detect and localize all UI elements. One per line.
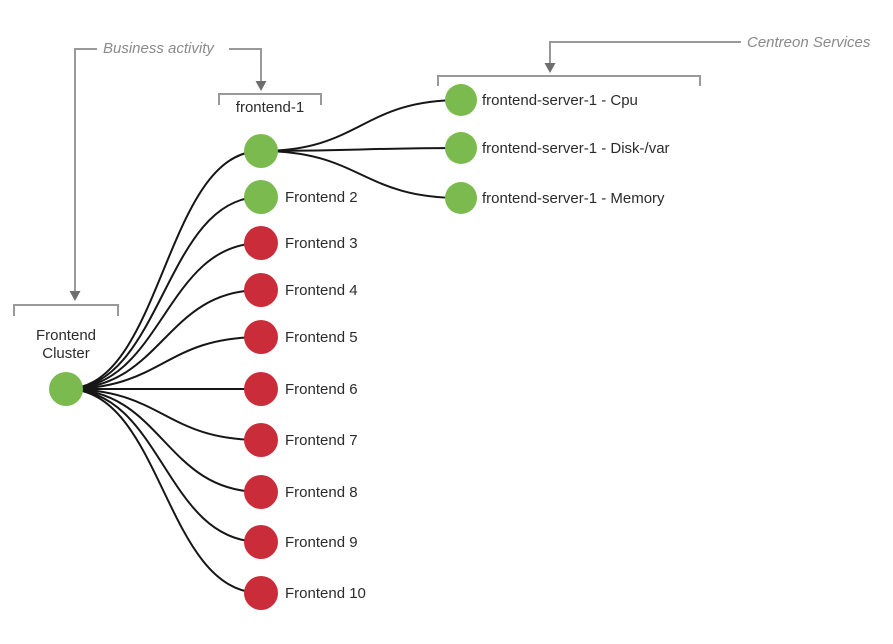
label-frontend-4: Frontend 4: [285, 282, 358, 299]
node-frontend-7: [244, 423, 278, 457]
edge-frontend-cluster-frontend-1: [65, 150, 262, 390]
edge-frontend-1-frontend-server-1-disk-var: [260, 147, 462, 152]
label-frontend-1: frontend-1: [236, 99, 304, 116]
label-frontend-7: Frontend 7: [285, 432, 358, 449]
node-frontend-1: [244, 134, 278, 168]
node-frontend-10: [244, 576, 278, 610]
node-frontend-6: [244, 372, 278, 406]
arrow-down-icon: [255, 81, 267, 91]
node-frontend-5: [244, 320, 278, 354]
business-activity-connector-0: [74, 48, 97, 291]
edge-frontend-cluster-frontend-5: [65, 336, 262, 390]
node-frontend-server-1-cpu: [445, 84, 477, 116]
node-frontend-8: [244, 475, 278, 509]
label-frontend-10: Frontend 10: [285, 585, 366, 602]
label-frontend-8: Frontend 8: [285, 484, 358, 501]
label-frontend-9: Frontend 9: [285, 534, 358, 551]
edge-frontend-cluster-frontend-7: [65, 388, 262, 441]
node-frontend-9: [244, 525, 278, 559]
node-frontend-cluster: [49, 372, 83, 406]
label-frontend-server-1-memory: frontend-server-1 - Memory: [482, 190, 665, 207]
label-frontend-3: Frontend 3: [285, 235, 358, 252]
frontend-cluster-label-line2: Cluster: [42, 345, 90, 362]
edge-frontend-1-frontend-server-1-cpu: [260, 99, 462, 152]
business-activity-connector-1: [229, 48, 262, 81]
label-frontend-server-1-disk-var: frontend-server-1 - Disk-/var: [482, 140, 670, 157]
node-frontend-server-1-disk-var: [445, 132, 477, 164]
frontend-cluster-label-line1: Frontend: [36, 327, 96, 344]
edge-frontend-cluster-frontend-2: [65, 196, 262, 390]
edge-frontend-cluster-frontend-3: [65, 242, 262, 390]
edge-frontend-cluster-frontend-10: [65, 388, 262, 594]
node-frontend-server-1-memory: [445, 182, 477, 214]
arrow-down-icon: [69, 291, 81, 301]
arrow-down-icon: [544, 63, 556, 73]
node-frontend-3: [244, 226, 278, 260]
centreon-services-bracket-0: [437, 75, 701, 86]
business-activity-bracket-1: [218, 93, 322, 105]
edge-frontend-cluster-frontend-9: [65, 388, 262, 543]
business-activity-bracket-0: [13, 304, 119, 316]
edge-frontend-1-frontend-server-1-memory: [260, 150, 462, 199]
node-frontend-4: [244, 273, 278, 307]
edge-frontend-cluster-frontend-8: [65, 388, 262, 493]
label-frontend-server-1-cpu: frontend-server-1 - Cpu: [482, 92, 638, 109]
centreon-services-label: Centreon Services: [747, 34, 871, 51]
label-frontend-6: Frontend 6: [285, 381, 358, 398]
label-frontend-5: Frontend 5: [285, 329, 358, 346]
label-frontend-2: Frontend 2: [285, 189, 358, 206]
business-activity-label: Business activity: [103, 40, 215, 57]
centreon-services-connector-0: [549, 41, 741, 63]
edge-frontend-cluster-frontend-4: [65, 289, 262, 390]
node-frontend-2: [244, 180, 278, 214]
